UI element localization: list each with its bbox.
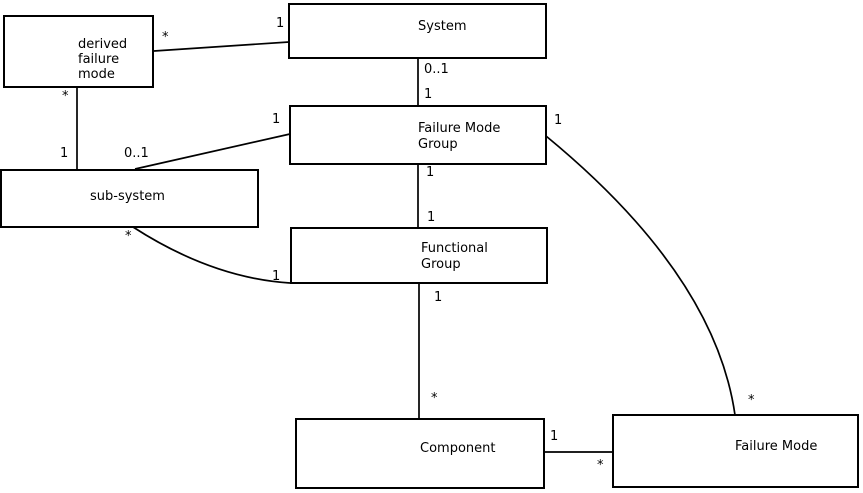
multiplicity-fg-component-near-component: * (431, 391, 438, 406)
association-fmg-fm (545, 135, 736, 416)
multiplicity-component-fm-near-component: 1 (550, 429, 559, 444)
multiplicity-component-fm-near-fm: * (597, 458, 604, 473)
class-label-component: Component (420, 441, 496, 456)
multiplicity-subsystem-fg-near-subsystem: * (125, 229, 132, 244)
class-label-failure-mode: Failure Mode (735, 439, 818, 454)
multiplicity-fmg-fg-near-fg: 1 (427, 210, 436, 225)
multiplicity-subsystem-fmg-near-fmg: 1 (272, 112, 281, 127)
class-label-failure-mode-group: Failure Mode Group (418, 121, 501, 152)
association-subsystem-fg (132, 226, 291, 284)
multiplicity-subsystem-fmg-near-subsystem: 0..1 (124, 146, 149, 161)
class-label-sub-system: sub-system (90, 189, 165, 204)
association-subsystem-fmg (134, 133, 291, 170)
class-box-sub-system (0, 169, 259, 228)
multiplicity-system-fmg-near-system: 0..1 (424, 62, 449, 77)
multiplicity-fmg-fm-near-fm: * (748, 393, 755, 408)
class-box-system (288, 3, 547, 59)
multiplicity-fmg-fm-near-fmg: 1 (554, 113, 563, 128)
multiplicity-dfm-system-near-dfm: * (162, 30, 169, 45)
multiplicity-dfm-subsystem-near-subsystem: 1 (60, 146, 69, 161)
class-label-derived-failure-mode: derived failure mode (78, 37, 128, 82)
multiplicity-fmg-fg-near-fmg: 1 (426, 165, 435, 180)
class-box-functional-group (290, 227, 548, 284)
class-box-failure-mode (612, 414, 859, 488)
multiplicity-dfm-system-near-system: 1 (276, 16, 285, 31)
class-label-functional-group: Functional Group (421, 241, 488, 272)
association-dfm-system (153, 41, 290, 52)
class-box-component (295, 418, 545, 489)
class-box-derived-failure-mode (3, 15, 154, 88)
multiplicity-fg-component-near-fg: 1 (434, 290, 443, 305)
multiplicity-subsystem-fg-near-fg: 1 (272, 269, 281, 284)
multiplicity-dfm-subsystem-near-dfm: * (62, 89, 69, 104)
class-box-failure-mode-group (289, 105, 547, 165)
class-label-system: System (418, 19, 467, 34)
multiplicity-system-fmg-near-fmg: 1 (424, 87, 433, 102)
